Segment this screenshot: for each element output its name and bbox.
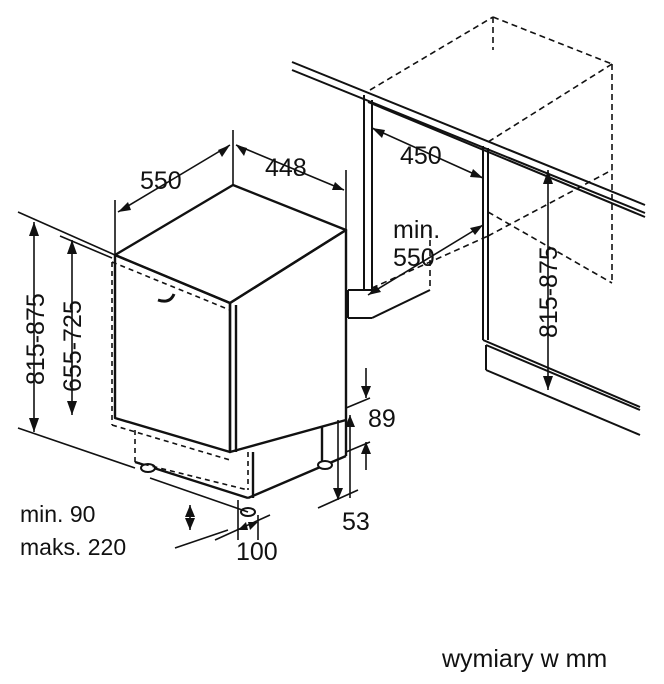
countertop-edge-top — [291, 61, 646, 206]
label-depth-448: 448 — [265, 154, 307, 182]
arrow-53-down — [345, 415, 355, 427]
dim-655-ext-top — [59, 235, 113, 259]
niche-right-base — [482, 339, 641, 408]
dishwasher-front-face — [113, 253, 232, 454]
label-gap-max: maks. 220 — [20, 534, 126, 560]
arrow-min550-bottom — [368, 285, 381, 295]
arrow-450-right — [470, 169, 483, 178]
dishwasher-top-face — [113, 183, 348, 305]
dim-450-line — [371, 127, 484, 179]
dim-min550-line — [367, 224, 484, 296]
arrow-655-bottom — [67, 401, 77, 415]
arrow-89-up — [361, 442, 371, 454]
arrow-left-bottom — [29, 418, 39, 432]
niche-dash-7 — [487, 169, 613, 237]
niche-right-plinth-b — [485, 369, 641, 436]
dim-448-line — [235, 144, 345, 191]
arrow-gap-up — [185, 518, 195, 530]
label-gap-min: min. 90 — [20, 501, 95, 527]
arrow-left-top — [29, 222, 39, 236]
arrow-448-right — [332, 182, 344, 190]
door-panel-dashed — [111, 261, 249, 491]
label-niche-550: 550 — [393, 244, 435, 272]
dim-550-line — [117, 144, 231, 213]
label-height-right: 815-875 — [535, 246, 563, 338]
arrow-448-left — [236, 145, 247, 156]
arrow-550-left — [118, 202, 131, 212]
kitchen-niche — [291, 61, 646, 436]
niche-left-base-diag — [371, 289, 431, 319]
niche-dash-5 — [487, 63, 613, 143]
dim-89-ext-top — [345, 397, 371, 409]
dim-left-ext-bottom — [17, 427, 136, 469]
niche-dash-2 — [492, 16, 613, 65]
niche-dashed-outline — [369, 16, 613, 289]
arrow-100-right — [248, 522, 258, 530]
foot-back-right — [317, 460, 333, 470]
arrow-450-left — [372, 128, 385, 138]
arrow-89-down — [361, 386, 371, 398]
arrowheads — [29, 128, 553, 530]
arrow-53-up — [333, 488, 343, 500]
niche-right-plinth-a — [485, 344, 641, 411]
foot-front-left — [140, 463, 156, 473]
dishwasher-body — [113, 183, 348, 500]
label-height-left: 815-875 — [22, 293, 50, 385]
niche-dash-1 — [369, 16, 494, 91]
dim-gap-ext-2 — [174, 529, 229, 549]
panel-dash-low — [134, 461, 249, 491]
label-niche-450: 450 — [400, 142, 442, 170]
label-plinth-89: 89 — [368, 405, 396, 433]
arrow-right-top — [543, 170, 553, 184]
arrow-right-bottom — [543, 376, 553, 390]
dishwasher-handle — [157, 293, 176, 303]
dimension-lines — [17, 127, 549, 549]
panel-dash-top — [111, 261, 231, 311]
arrow-100-left — [238, 522, 248, 530]
arrow-gap-down — [185, 505, 195, 517]
label-plinth-53: 53 — [342, 508, 370, 536]
niche-dash-6 — [487, 211, 613, 284]
countertop-edge-bottom — [291, 69, 646, 214]
panel-dash-bottom — [111, 424, 231, 461]
arrow-550-right — [218, 145, 230, 157]
arrow-655-top — [67, 240, 77, 254]
arrow-min550-top — [470, 225, 483, 235]
label-foot-100: 100 — [236, 538, 278, 566]
countertop-edge-lower — [367, 101, 646, 218]
dim-gap-ext-1 — [149, 477, 249, 513]
dim-left-ext-top — [17, 211, 116, 256]
label-width-550: 550 — [140, 167, 182, 195]
dishwasher-side-face — [228, 228, 348, 454]
label-panel-655-725: 655-725 — [59, 300, 87, 392]
label-niche-min: min. — [393, 216, 440, 244]
units-note: wymiary w mm — [441, 645, 607, 673]
